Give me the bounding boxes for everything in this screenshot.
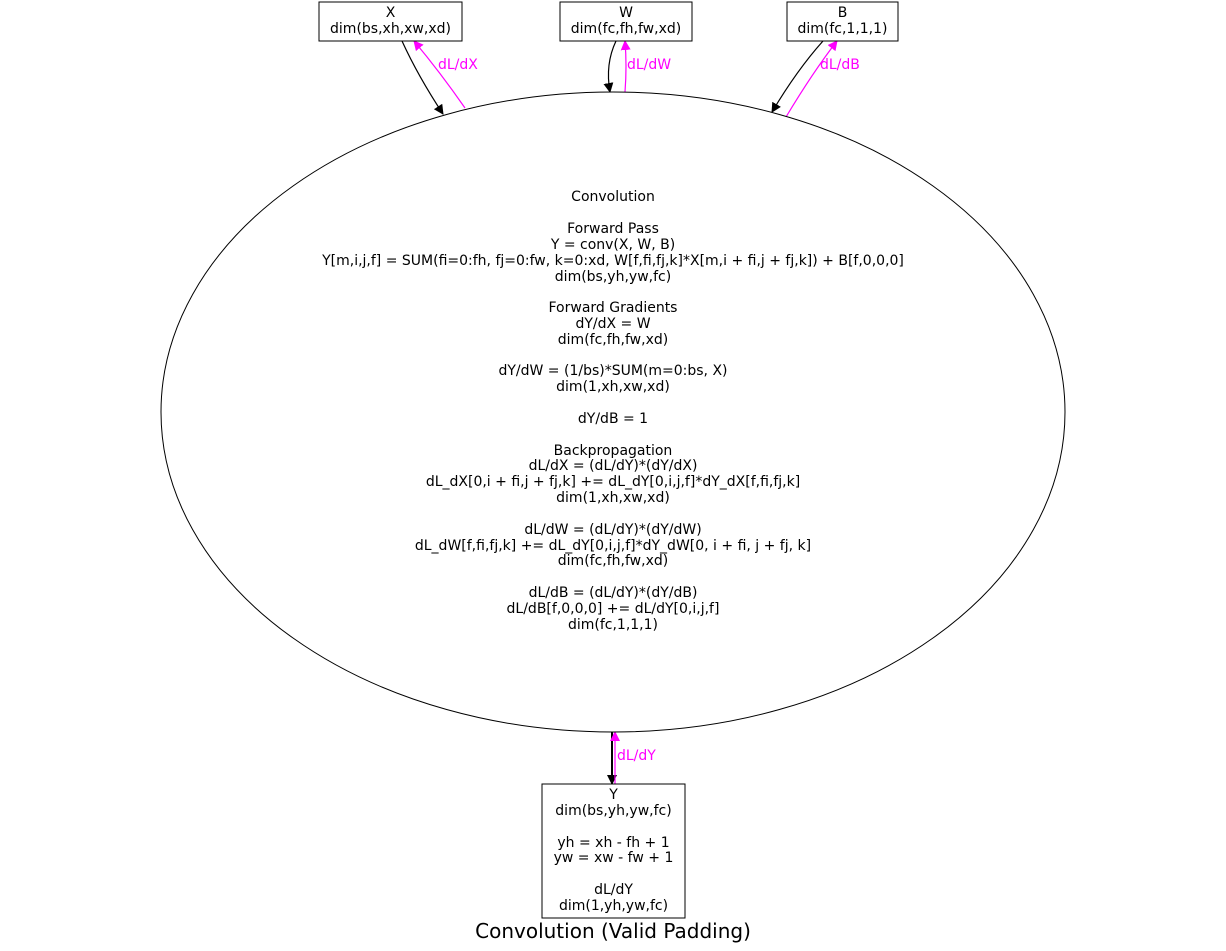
conv-line: dY/dW = (1/bs)*SUM(m=0:bs, X) bbox=[498, 363, 727, 379]
conv-line: Forward Pass bbox=[567, 221, 659, 237]
edge-label-dldx: dL/dX bbox=[438, 57, 478, 73]
edge-dldw bbox=[620, 40, 631, 93]
edge-b-to-conv bbox=[771, 40, 824, 113]
edge-x-to-conv bbox=[401, 40, 444, 115]
node-b: B dim(fc,1,1,1) bbox=[786, 1, 899, 42]
edge-dldb bbox=[785, 40, 838, 118]
conv-line: dY/dX = W bbox=[575, 316, 650, 332]
y-line: dim(bs,yh,yw,fc) bbox=[555, 803, 671, 819]
conv-line: dim(fc,fh,fw,xd) bbox=[558, 332, 668, 348]
conv-line: dL/dW = (dL/dY)*(dY/dW) bbox=[524, 522, 701, 538]
conv-line: dY/dB = 1 bbox=[578, 411, 648, 427]
edge-dldx bbox=[413, 40, 466, 109]
conv-line: dim(fc,fh,fw,xd) bbox=[558, 553, 668, 569]
node-x-dim: dim(bs,xh,xw,xd) bbox=[330, 21, 451, 37]
conv-line: Forward Gradients bbox=[549, 300, 678, 316]
conv-line: dim(1,xh,xw,xd) bbox=[556, 490, 670, 506]
conv-line: dL_dW[f,fi,fj,k] += dL_dY[0,i,j,f]*dY_dW… bbox=[415, 538, 811, 554]
conv-line: dL/dB[f,0,0,0] += dL/dY[0,i,j,f] bbox=[507, 601, 720, 617]
conv-line: Y = conv(X, W, B) bbox=[550, 237, 675, 253]
node-w-dim: dim(fc,fh,fw,xd) bbox=[571, 21, 681, 37]
edge-w-to-conv bbox=[603, 40, 617, 93]
node-b-dim: dim(fc,1,1,1) bbox=[797, 21, 887, 37]
y-line: dim(1,yh,yw,fc) bbox=[559, 898, 668, 914]
y-line: dL/dY bbox=[594, 882, 633, 898]
conv-line: Backpropagation bbox=[554, 443, 673, 459]
node-convolution: Convolution Forward Pass Y = conv(X, W, … bbox=[160, 91, 1066, 733]
conv-line: dL_dX[0,i + fi,j + fj,k] += dL_dY[0,i,j,… bbox=[426, 474, 800, 490]
conv-line: dim(bs,yh,yw,fc) bbox=[555, 269, 671, 285]
conv-line: dim(fc,1,1,1) bbox=[568, 617, 658, 633]
node-x: X dim(bs,xh,xw,xd) bbox=[318, 1, 463, 42]
y-line: yh = xh - fh + 1 bbox=[557, 835, 669, 851]
conv-line: dim(1,xh,xw,xd) bbox=[556, 379, 670, 395]
y-line: Y bbox=[608, 787, 618, 803]
node-w-label: W bbox=[619, 5, 633, 21]
y-line: yw = xw - fw + 1 bbox=[554, 850, 674, 866]
edge-label-dldy: dL/dY bbox=[617, 748, 656, 764]
conv-line: Y[m,i,j,f] = SUM(fi=0:fh, fj=0:fw, k=0:x… bbox=[321, 253, 904, 269]
node-x-label: X bbox=[386, 5, 396, 21]
node-b-label: B bbox=[838, 5, 848, 21]
conv-line: Convolution bbox=[571, 189, 655, 205]
conv-line: dL/dB = (dL/dY)*(dY/dB) bbox=[529, 585, 698, 601]
edge-label-dldw: dL/dW bbox=[627, 57, 671, 73]
graph-title: Convolution (Valid Padding) bbox=[475, 919, 751, 943]
edge-label-dldb: dL/dB bbox=[820, 57, 860, 73]
node-y: Y dim(bs,yh,yw,fc) yh = xh - fh + 1 yw =… bbox=[541, 783, 686, 919]
conv-line: dL/dX = (dL/dY)*(dY/dX) bbox=[529, 458, 698, 474]
node-w: W dim(fc,fh,fw,xd) bbox=[559, 1, 693, 42]
